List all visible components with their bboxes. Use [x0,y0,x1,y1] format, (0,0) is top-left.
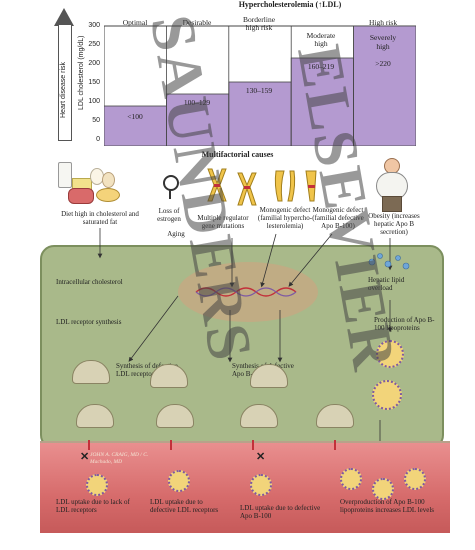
receptor-2 [170,440,172,450]
label-ldl-receptor-synthesis: LDL receptor synthesis [56,318,126,326]
blocked-x-icon-1: ✕ [80,450,89,463]
label-uptake-defective-receptors: LDL uptake due to defective LDL receptor… [150,498,228,514]
label-uptake-defective-apo: LDL uptake due to defective Apo B-100 [240,504,330,520]
lipoprotein-3 [86,474,108,496]
label-hepatic-overload: Hepatic lipid overload [368,276,430,292]
lipoprotein-5 [250,474,272,496]
lipoprotein-8 [404,468,426,490]
receptor-4 [334,440,336,450]
lipoprotein-4 [168,470,190,492]
blocked-x-icon-2: ✕ [256,450,265,463]
receptor-3 [252,440,254,450]
label-production-apo: Production of Apo B-100 lipoproteins [374,316,436,332]
lipoprotein-2 [372,380,402,410]
label-intracellular: Intracellular cholesterol [56,278,126,286]
lipoprotein-1 [376,340,404,368]
artist-signature: JOHN A. CRAIG, MD / C. Machado, MD [90,452,160,466]
label-overproduction: Overproduction of Apo B-100 lipoproteins… [340,498,444,514]
lipoprotein-7 [372,478,394,500]
lipoprotein-6 [340,468,362,490]
receptor-1 [88,440,90,450]
label-uptake-lack: LDL uptake due to lack of LDL receptors [56,498,138,514]
